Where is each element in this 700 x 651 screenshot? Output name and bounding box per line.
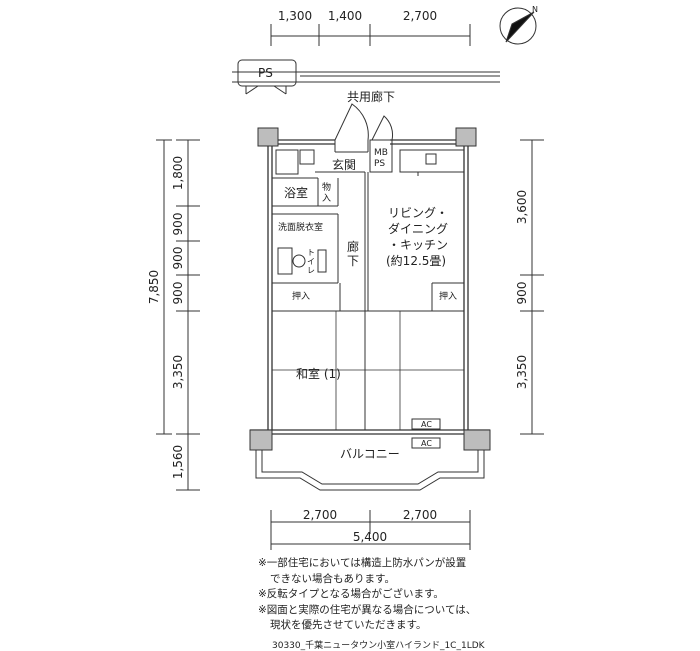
pillars [249,127,491,451]
hallway-label-2: 下 [347,254,359,268]
top-dimension-line [270,24,471,46]
balcony-label: バルコニー [340,447,400,461]
entrance-door [334,103,369,153]
note-line-3: ※反転タイプとなる場合がございます。 [258,588,444,600]
mbps-label-1: MB [374,148,388,158]
storage-label-1: 物 [322,181,331,193]
closet-right-label: 押入 [439,290,457,302]
dim-left-2: 900 [171,213,185,236]
dim-left-total: 7,850 [147,270,161,304]
storage-label-2: 入 [322,193,331,204]
left-dimension-line [156,139,200,491]
note-line-2: できない場合もあります。 [270,572,395,585]
common-corridor-label: 共用廊下 [347,89,395,104]
bathroom-fixtures [275,149,327,275]
notes: ※一部住宅においては構造上防水パンが設置 できない場合もあります。 ※反転タイプ… [258,556,678,634]
ac-units [411,418,441,449]
hallway-label-1: 廊 [347,239,359,254]
ac-label-2: AC [421,439,432,448]
ac-label-1: AC [421,420,432,429]
tatami-lines [272,311,464,430]
mbps-box [369,115,394,173]
dim-top-2: 1,400 [328,9,362,23]
japanese-room-label: 和室 (1) [296,366,341,381]
note-line-1: ※一部住宅においては構造上防水パンが設置 [258,557,467,569]
closet-left-label: 押入 [292,290,310,302]
dim-left-5: 3,350 [171,355,185,389]
entrance-label: 玄関 [332,157,356,172]
dim-right-2: 900 [515,282,529,305]
washroom-label: 洗面脱衣室 [278,221,323,233]
dim-bottom-total: 5,400 [353,530,387,544]
note-line-4: ※図面と実際の住宅が異なる場合については、 [258,603,477,616]
dim-left-3: 900 [171,247,185,270]
dim-left-1: 1,800 [171,156,185,190]
note-line-5: 現状を優先させていただきます。 [270,619,427,631]
balcony-rail [255,450,485,491]
dim-left-4: 900 [171,282,185,305]
dim-left-6: 1,560 [171,445,185,479]
ps-label: PS [258,66,273,80]
bath-label: 浴室 [284,185,308,200]
ldk-label-2: ダイニング [388,221,448,236]
ldk-label-1: リビング・ [388,206,448,220]
dim-bottom-2: 2,700 [403,508,437,522]
interior-walls [272,171,464,430]
kitchen-counter [399,149,465,176]
dim-bottom-1: 2,700 [303,508,337,522]
north-arrow-icon [499,7,537,45]
right-dimension-line [520,139,544,435]
dim-top-1: 1,300 [278,9,312,23]
toilet-label-1: ト [307,248,315,257]
mbps-label-2: PS [374,159,385,169]
dim-right-3: 3,350 [515,355,529,389]
ldk-label-4: (約12.5畳) [386,253,446,268]
corridor-rail [232,71,500,83]
ps-box [237,59,297,95]
outer-walls [250,139,490,435]
bottom-dimension-line [270,510,471,550]
toilet-label-2: イ [307,257,315,266]
toilet-label-3: レ [307,266,315,275]
ldk-label-3: ・キッチン [388,238,448,252]
compass-label: N [532,5,538,14]
footer-caption: 30330_千葉ニュータウン小室ハイランド_1C_1LDK [272,641,485,651]
dim-top-3: 2,700 [403,9,437,23]
dim-right-1: 3,600 [515,190,529,224]
